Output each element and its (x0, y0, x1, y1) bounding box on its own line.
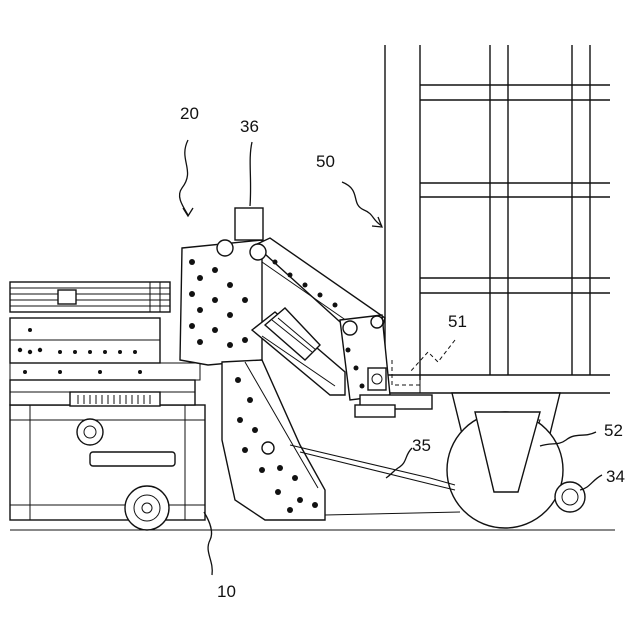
arm-assembly (180, 208, 460, 520)
wheel-34 (555, 482, 585, 512)
label-51: 51 (448, 312, 467, 331)
corner-detail (392, 360, 420, 385)
block-36 (235, 208, 263, 240)
label-10: 10 (217, 582, 236, 601)
label-50: 50 (316, 152, 335, 171)
label-36: 36 (240, 117, 259, 136)
label-34: 34 (606, 467, 625, 486)
label-52: 52 (604, 421, 623, 440)
caster-wheel-52 (447, 393, 563, 528)
label-35: 35 (412, 436, 431, 455)
base-vehicle (10, 282, 205, 530)
label-20: 20 (180, 104, 199, 123)
cart-frame (385, 45, 610, 393)
